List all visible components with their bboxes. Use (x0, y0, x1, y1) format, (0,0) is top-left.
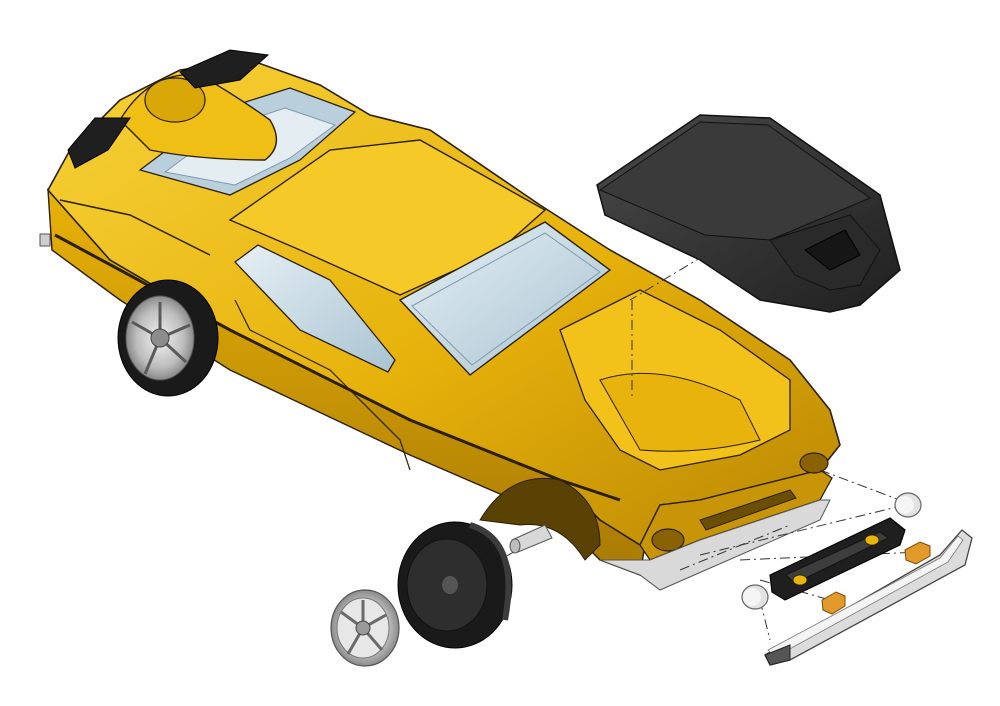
rear-tab (39, 233, 51, 247)
hood-scoop-part (596, 114, 901, 313)
side-window (234, 244, 396, 373)
headlight-lens-right (894, 492, 922, 518)
front-wheel-rim (330, 589, 400, 667)
body-stripe (54, 233, 621, 502)
turn-signal-left (821, 591, 846, 615)
turn-signal-right (904, 541, 931, 565)
front-wheel-tire (397, 521, 513, 649)
rear-spoiler-right (179, 49, 270, 89)
grille-opening (699, 489, 797, 531)
under-plate (599, 499, 831, 591)
axle (509, 524, 553, 554)
door-line (234, 299, 411, 471)
car-body (39, 49, 841, 591)
assembly-guide-lines (419, 254, 921, 641)
rear-wheel (117, 279, 219, 397)
headlight-bucket-right (799, 452, 829, 474)
grille-bar (769, 517, 906, 601)
front-wheel-arch (479, 477, 601, 561)
front-splitter-blade (764, 529, 973, 666)
windshield (398, 221, 612, 376)
roof (228, 139, 547, 296)
rear-spoiler-left (67, 117, 131, 169)
hood-recess (599, 372, 761, 452)
headlight-bucket-left (651, 528, 685, 552)
headlight-lens-left (741, 584, 769, 610)
